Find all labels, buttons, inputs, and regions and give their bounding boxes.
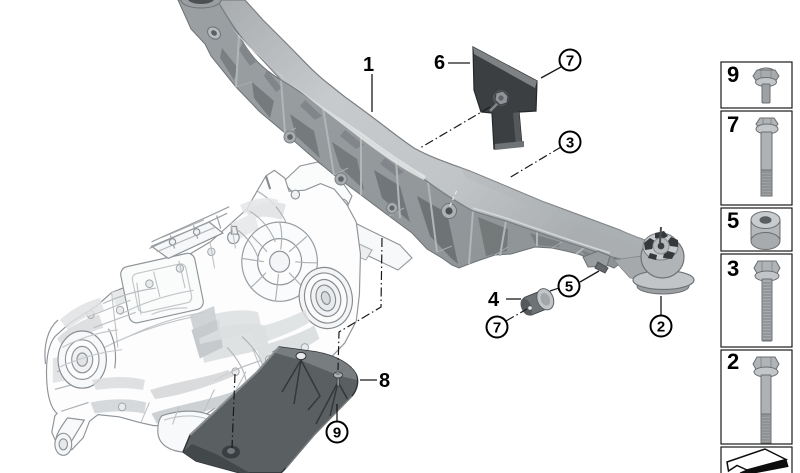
svg-text:2: 2	[727, 349, 739, 374]
svg-text:3: 3	[566, 135, 574, 152]
svg-text:7: 7	[566, 53, 574, 70]
svg-text:1: 1	[363, 54, 374, 76]
svg-text:9: 9	[727, 62, 739, 87]
svg-text:7: 7	[727, 112, 739, 137]
svg-text:4: 4	[488, 289, 500, 311]
svg-text:6: 6	[434, 52, 445, 74]
svg-text:5: 5	[727, 208, 739, 233]
svg-text:3: 3	[727, 256, 739, 281]
svg-text:7: 7	[493, 320, 501, 337]
svg-text:8: 8	[379, 370, 390, 392]
svg-text:9: 9	[333, 425, 341, 442]
svg-text:2: 2	[657, 319, 665, 336]
svg-text:5: 5	[565, 279, 573, 296]
